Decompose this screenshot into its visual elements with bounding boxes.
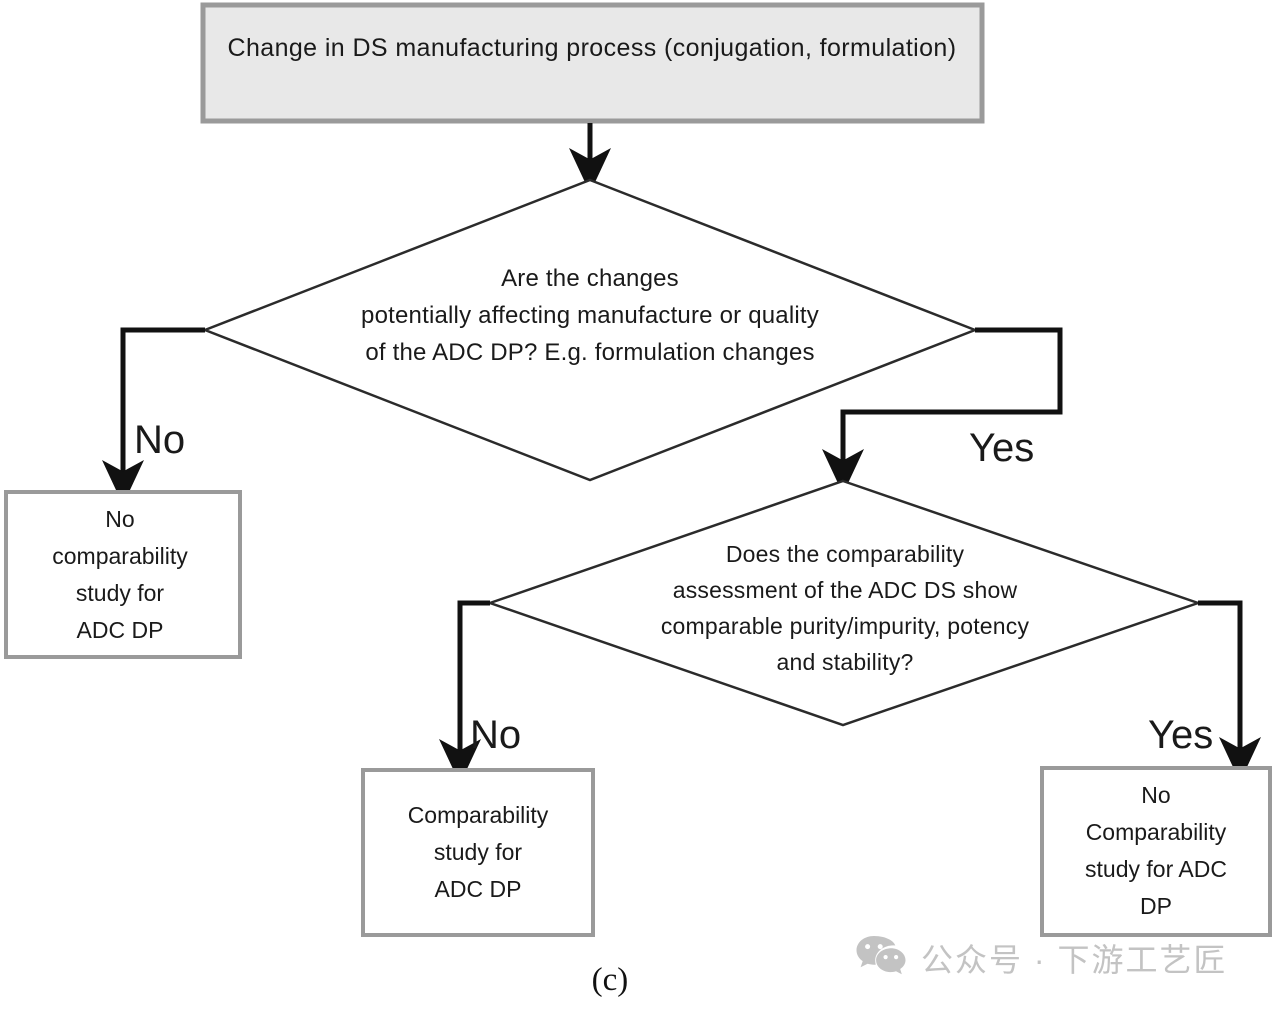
- node-outcome-middle-shape: [361, 768, 595, 937]
- watermark-label: 公众号 · 下游工艺匠: [921, 941, 1228, 978]
- watermark: 公众号 · 下游工艺匠: [855, 934, 1227, 981]
- node-decision1-shape: [201, 178, 979, 482]
- node-outcome-right-shape: [1040, 766, 1272, 937]
- edge-decision2-yes: [1198, 600, 1261, 783]
- wechat-icon: [855, 934, 907, 981]
- figure-caption: (c): [591, 962, 629, 998]
- edge-decision1-no: [102, 327, 205, 506]
- edge-decision2-no: [439, 600, 490, 785]
- edge-decision1-yes: [822, 327, 1063, 495]
- node-outcome-left-shape: [4, 490, 242, 659]
- node-top-process-shape: [200, 2, 985, 124]
- node-decision2-shape: [486, 479, 1202, 727]
